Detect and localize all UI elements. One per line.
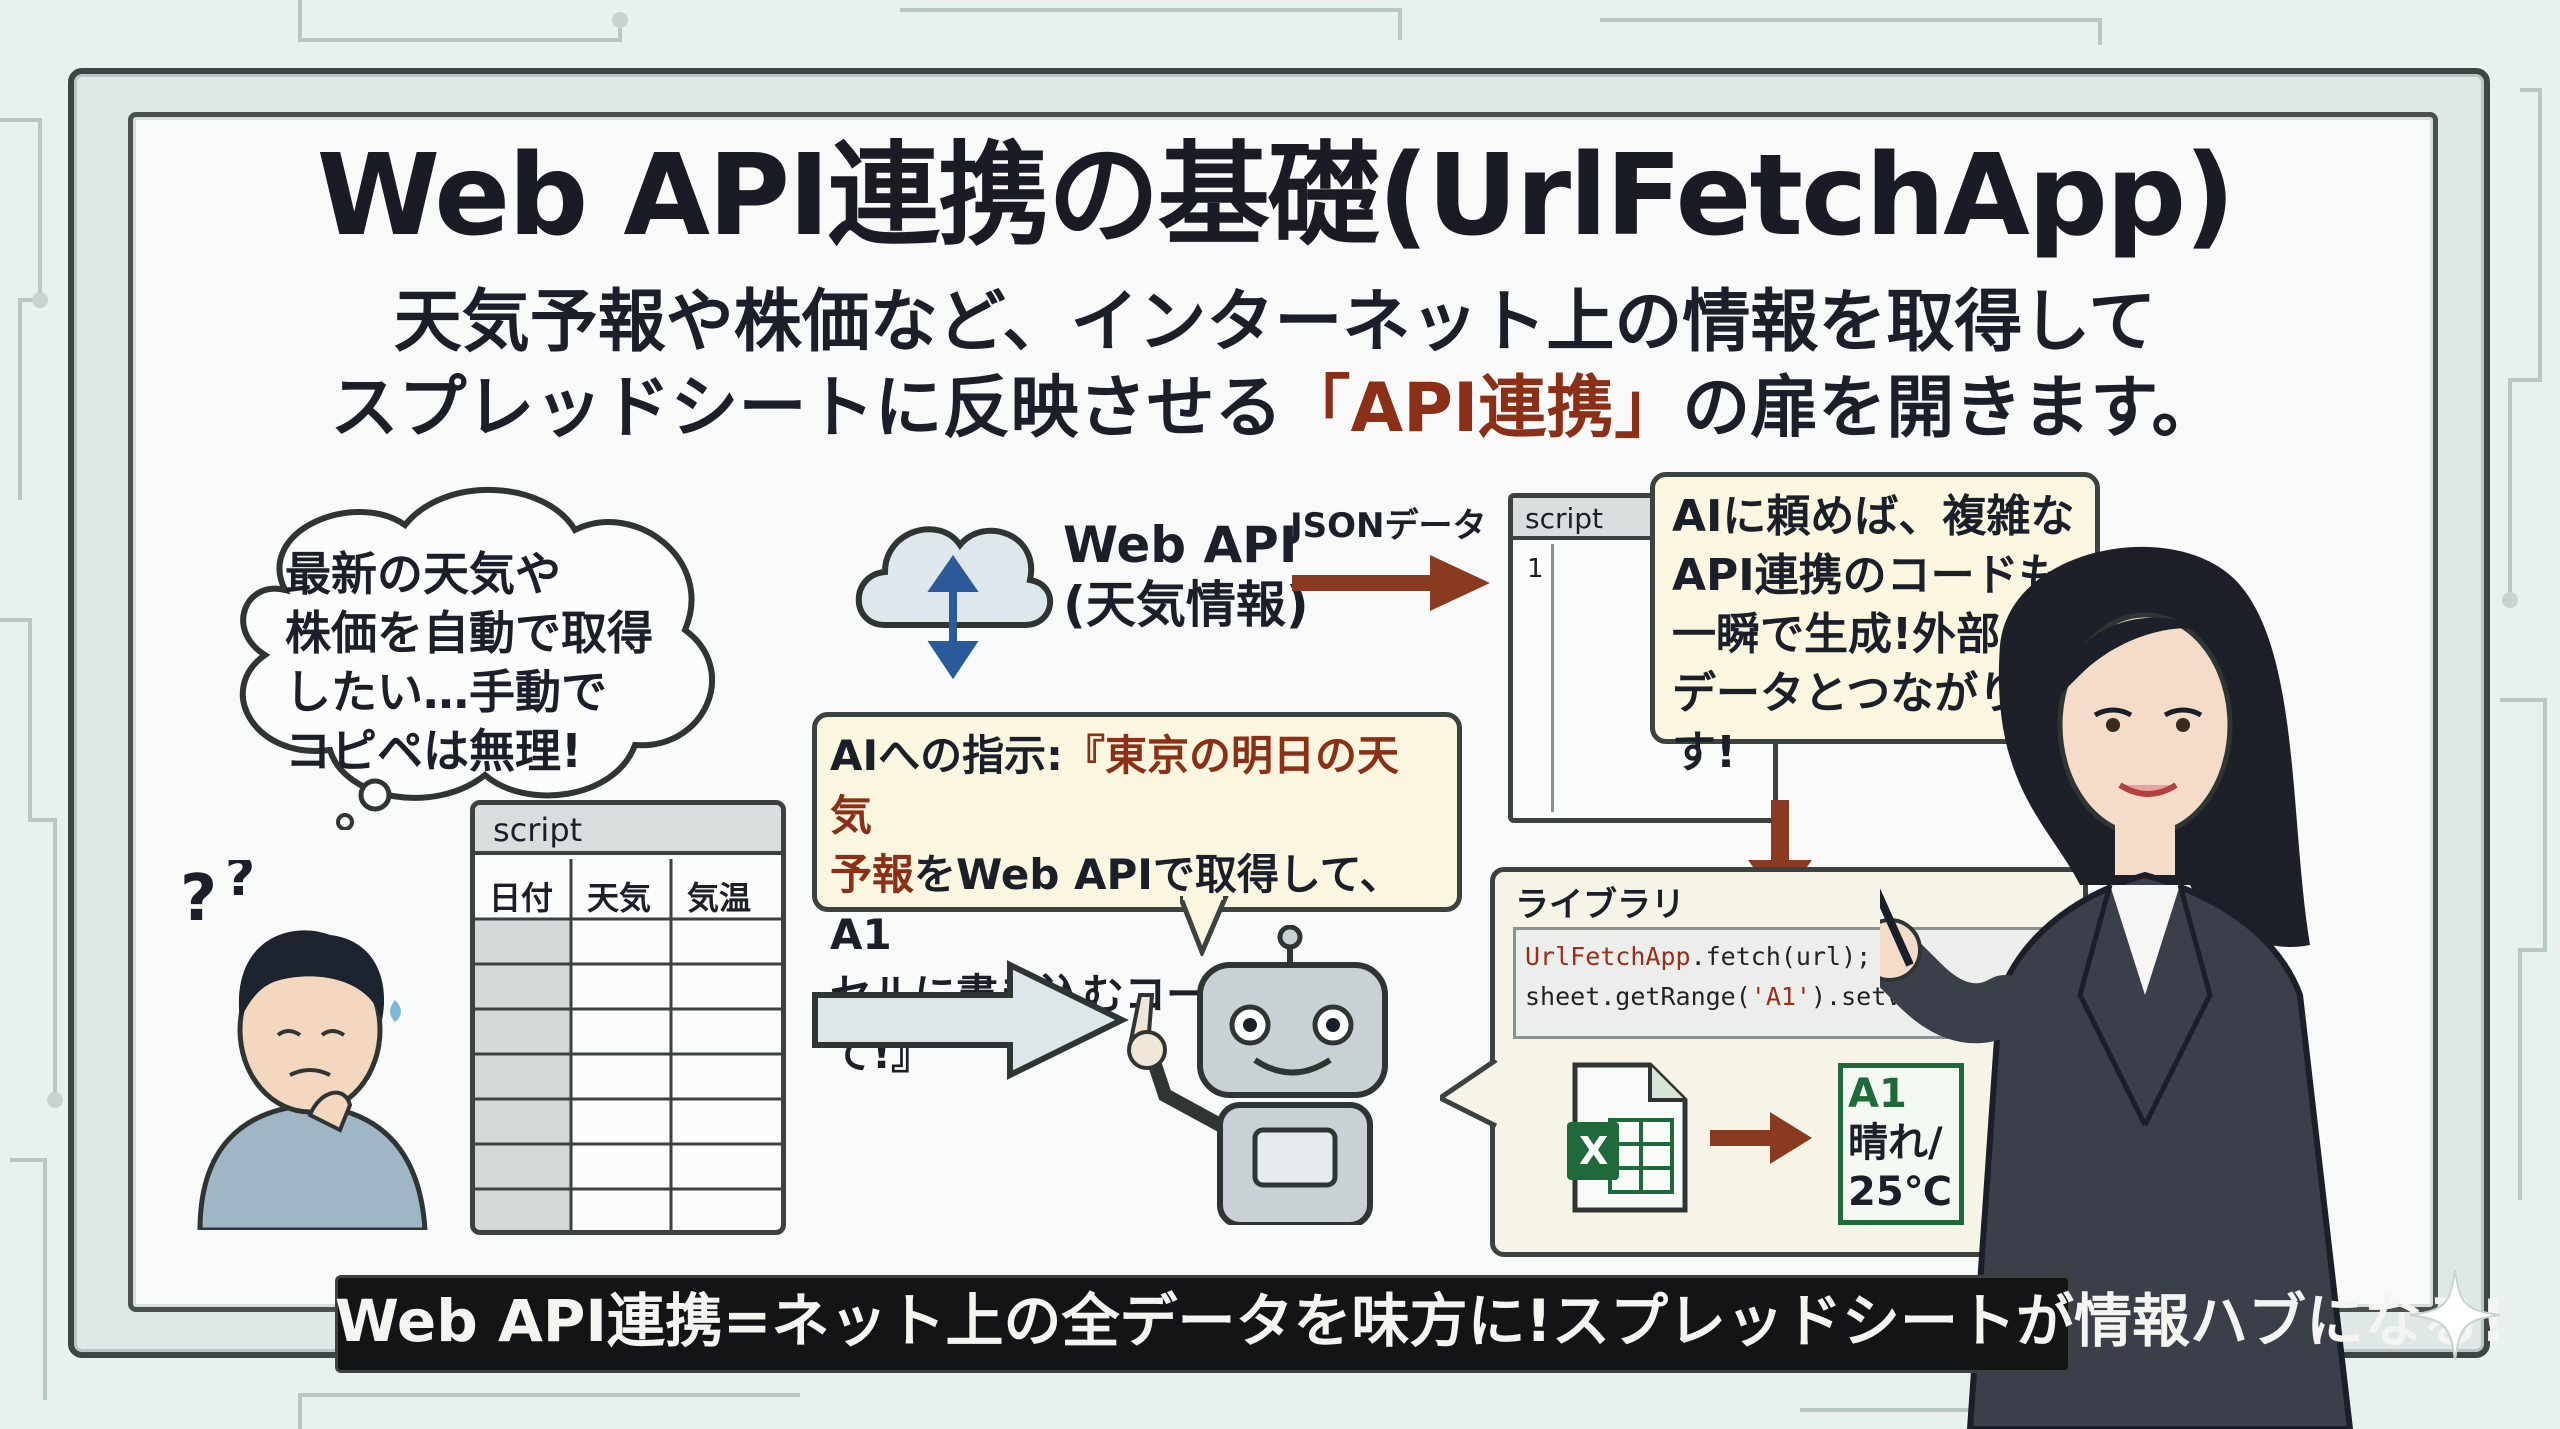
web-api-label: Web API (天気情報) bbox=[1063, 515, 1309, 635]
subtitle-line-2-pre: スプレッドシートに反映させる bbox=[330, 369, 1283, 448]
callout-line: API連携のコードも bbox=[1672, 549, 2063, 601]
instruction-line-2: 予報をWeb APIで取得して、A1 bbox=[830, 845, 1440, 964]
editor-gutter bbox=[1513, 544, 1554, 812]
cell-reference: A1 bbox=[1848, 1071, 1907, 1117]
svg-text:?: ? bbox=[180, 862, 217, 936]
cloud-icon bbox=[855, 526, 1054, 680]
code-line-1: UrlFetchApp.fetch(url); bbox=[1525, 942, 1871, 971]
page-title: Web API連携の基礎(UrlFetchApp) bbox=[316, 131, 2236, 261]
svg-text:?: ? bbox=[225, 860, 255, 908]
cell-temperature-value: 25℃ bbox=[1848, 1168, 1953, 1215]
svg-text:X: X bbox=[1579, 1129, 1608, 1173]
instruction-quote-start: 『東京の明日の天気 bbox=[830, 731, 1399, 840]
code-fetch-class: UrlFetchApp bbox=[1525, 942, 1691, 971]
cell-result-card bbox=[1838, 1063, 1964, 1225]
thought-line: 最新の天気や bbox=[285, 547, 561, 601]
subtitle-line-2: スプレッドシートに反映させる「API連携」の扉を開きます。 bbox=[150, 369, 2400, 448]
web-api-label-line-2: (天気情報) bbox=[1063, 576, 1309, 634]
thought-cloud bbox=[239, 486, 715, 830]
web-api-label-line-1: Web API bbox=[1063, 516, 1298, 574]
subtitle-highlight: 「API連携」 bbox=[1282, 369, 1683, 448]
instruction-forecast: 予報 bbox=[830, 850, 915, 900]
column-header-temperature: 気温 bbox=[687, 879, 752, 917]
library-panel-tail bbox=[1440, 1060, 1498, 1129]
code-getrange: sheet.getRange( bbox=[1525, 982, 1751, 1011]
cell-result-text: A1 晴れ/ 25℃ bbox=[1848, 1070, 1952, 1216]
empty-spreadsheet: script 日付 天気 気温 bbox=[470, 800, 786, 1235]
thought-line: 株価を自動で取得 bbox=[285, 605, 653, 660]
callout-line: 一瞬で生成!外部 bbox=[1672, 608, 2001, 660]
spreadsheet-title: script bbox=[475, 805, 781, 855]
instruction-api-part: をWeb APIで取得して、A1 bbox=[830, 850, 1402, 959]
thought-line: コピペは無理! bbox=[285, 723, 582, 778]
ai-instruction-bubble bbox=[812, 712, 1462, 912]
arrow-right-icon bbox=[1710, 1112, 1812, 1164]
code-fetch-call: .fetch(url); bbox=[1690, 942, 1872, 971]
spreadsheet-grid bbox=[475, 859, 781, 1230]
banner-text: Web API連携=ネット上の全データを味方に!スプレッドシートが情報ハブになる… bbox=[335, 1287, 2507, 1355]
cell-weather-value: 晴れ/ bbox=[1848, 1119, 1943, 1166]
thought-text: 最新の天気や 株価を自動で取得 したい…手動で コピペは無理! bbox=[285, 545, 685, 781]
instruction-line-1: AIへの指示:『東京の明日の天気 bbox=[830, 726, 1440, 845]
callout-line: AIに頼めば、複雑な bbox=[1672, 491, 2075, 542]
worried-person-illustration: ? ? bbox=[180, 860, 428, 1230]
editor-line-number: 1 bbox=[1527, 554, 1544, 584]
subtitle-line-2-post: の扉を開きます。 bbox=[1682, 369, 2220, 448]
bubble-tail bbox=[1180, 896, 1229, 956]
subtitle-line-1: 天気予報や株価など、インターネット上の情報を取得して bbox=[393, 283, 2157, 362]
thought-line: したい…手動で bbox=[285, 664, 607, 719]
sparkle-icon bbox=[2410, 1270, 2500, 1360]
instruction-prefix: AIへの指示: bbox=[830, 731, 1063, 780]
column-header-weather: 天気 bbox=[587, 879, 652, 917]
bottom-banner bbox=[335, 1275, 2071, 1373]
big-arrow-right-icon bbox=[812, 960, 1129, 1080]
library-title: ライブラリ bbox=[1515, 885, 1685, 925]
column-header-date: 日付 bbox=[489, 879, 554, 917]
arrow-right-icon bbox=[1292, 555, 1490, 611]
json-data-label: JSONデータ bbox=[1290, 506, 1487, 546]
code-cell-ref: 'A1' bbox=[1750, 982, 1811, 1011]
excel-file-icon: X bbox=[1567, 1062, 1688, 1213]
robot-ai-illustration bbox=[1127, 925, 1388, 1225]
